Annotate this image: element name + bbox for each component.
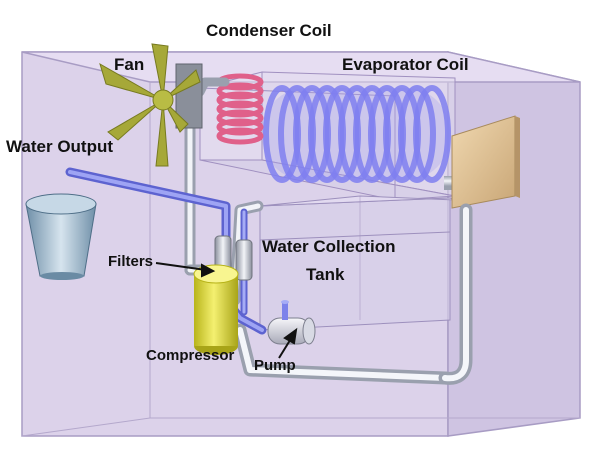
label-arrows <box>155 262 298 359</box>
label-filters: Filters <box>108 253 154 270</box>
label-evaporator-coil: Evaporator Coil <box>342 55 469 74</box>
label-water-output: Water Output <box>6 137 114 156</box>
label-condenser-coil: Condenser Coil <box>206 21 332 40</box>
label-fan: Fan <box>114 55 145 74</box>
heat-exchanger-plate <box>451 115 520 209</box>
evaporator-coil <box>262 85 462 190</box>
condenser-coil-loop <box>216 82 264 100</box>
water-cup <box>25 193 97 280</box>
label-water-collection-tank-line1: Water Collection <box>262 237 396 256</box>
condenser-coil-loop <box>216 127 264 145</box>
evaporator-coil-loop <box>413 85 451 183</box>
pump <box>267 300 316 345</box>
condenser-coil-loop <box>216 100 264 118</box>
label-pump: Pump <box>254 357 296 374</box>
label-compressor: Compressor <box>146 347 235 364</box>
compressor <box>193 264 239 355</box>
condenser-coil-loop <box>216 109 264 127</box>
fan <box>99 43 203 167</box>
condenser-coil-loop <box>216 91 264 109</box>
refrigerant-pipes <box>184 77 473 385</box>
evaporator-coil-loop <box>398 85 436 183</box>
condenser-coil-loop <box>216 118 264 136</box>
water-collection-tank <box>259 195 456 331</box>
label-water-collection-tank-line2: Tank <box>306 265 345 284</box>
